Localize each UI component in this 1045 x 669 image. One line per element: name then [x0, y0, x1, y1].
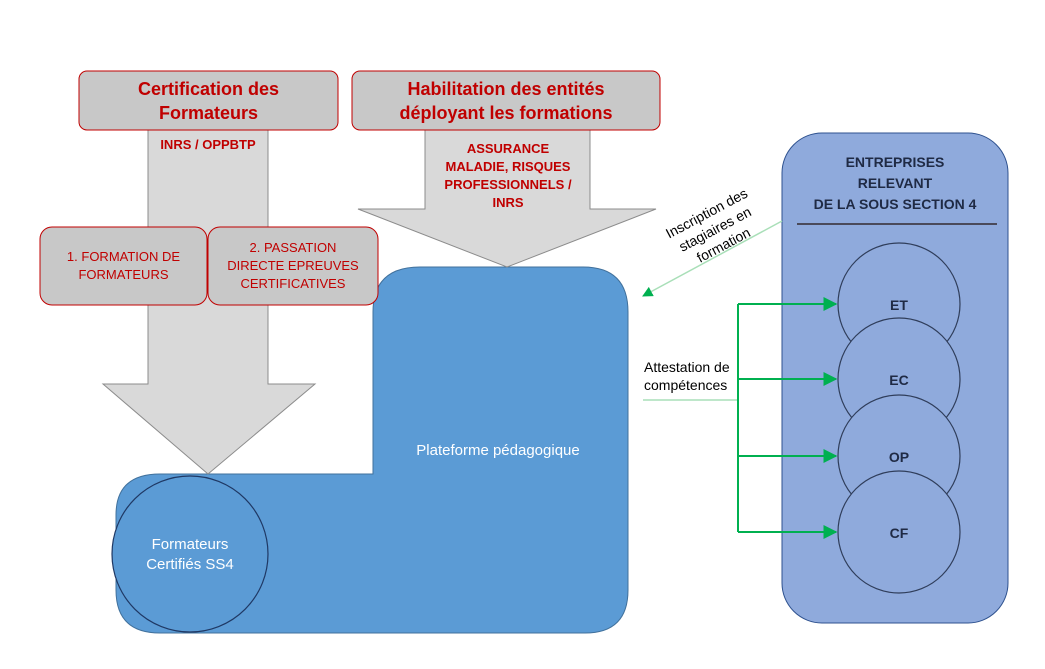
company-ec: EC	[889, 372, 909, 388]
step2-label: 2. PASSATION DIRECTE EPREUVES CERTIFICAT…	[227, 240, 359, 291]
trainers-label: Formateurs Certifiés SS4	[146, 536, 234, 573]
step1-box	[39, 226, 208, 306]
companies-title: ENTREPRISES RELEVANT DE LA SOUS SECTION …	[813, 153, 977, 212]
habilitation-subtitle: ASSURANCE MALADIE, RISQUES PROFESSIONNEL…	[444, 141, 572, 210]
certification-header-box	[78, 70, 339, 131]
platform-label: Plateforme pédagogique	[416, 442, 580, 459]
attestation-label: Attestation de compétences	[644, 359, 730, 393]
certification-title: Certification des Formateurs	[137, 78, 280, 123]
step2-box	[207, 226, 379, 306]
company-op: OP	[888, 449, 910, 465]
company-circle-cf	[837, 470, 961, 594]
step1-label: 1. FORMATION DE FORMATEURS	[66, 249, 181, 282]
habilitation-arrow	[357, 129, 657, 268]
habilitation-title: Habilitation des entités déployant les f…	[399, 78, 613, 123]
trainers-circle	[111, 475, 269, 633]
habilitation-header-box	[351, 70, 661, 131]
company-cf: CF	[889, 525, 909, 541]
company-et: ET	[890, 297, 908, 313]
certification-arrow	[101, 129, 317, 475]
certification-subtitle: INRS / OPPBTP	[160, 137, 256, 152]
inscription-arrow	[642, 220, 783, 297]
